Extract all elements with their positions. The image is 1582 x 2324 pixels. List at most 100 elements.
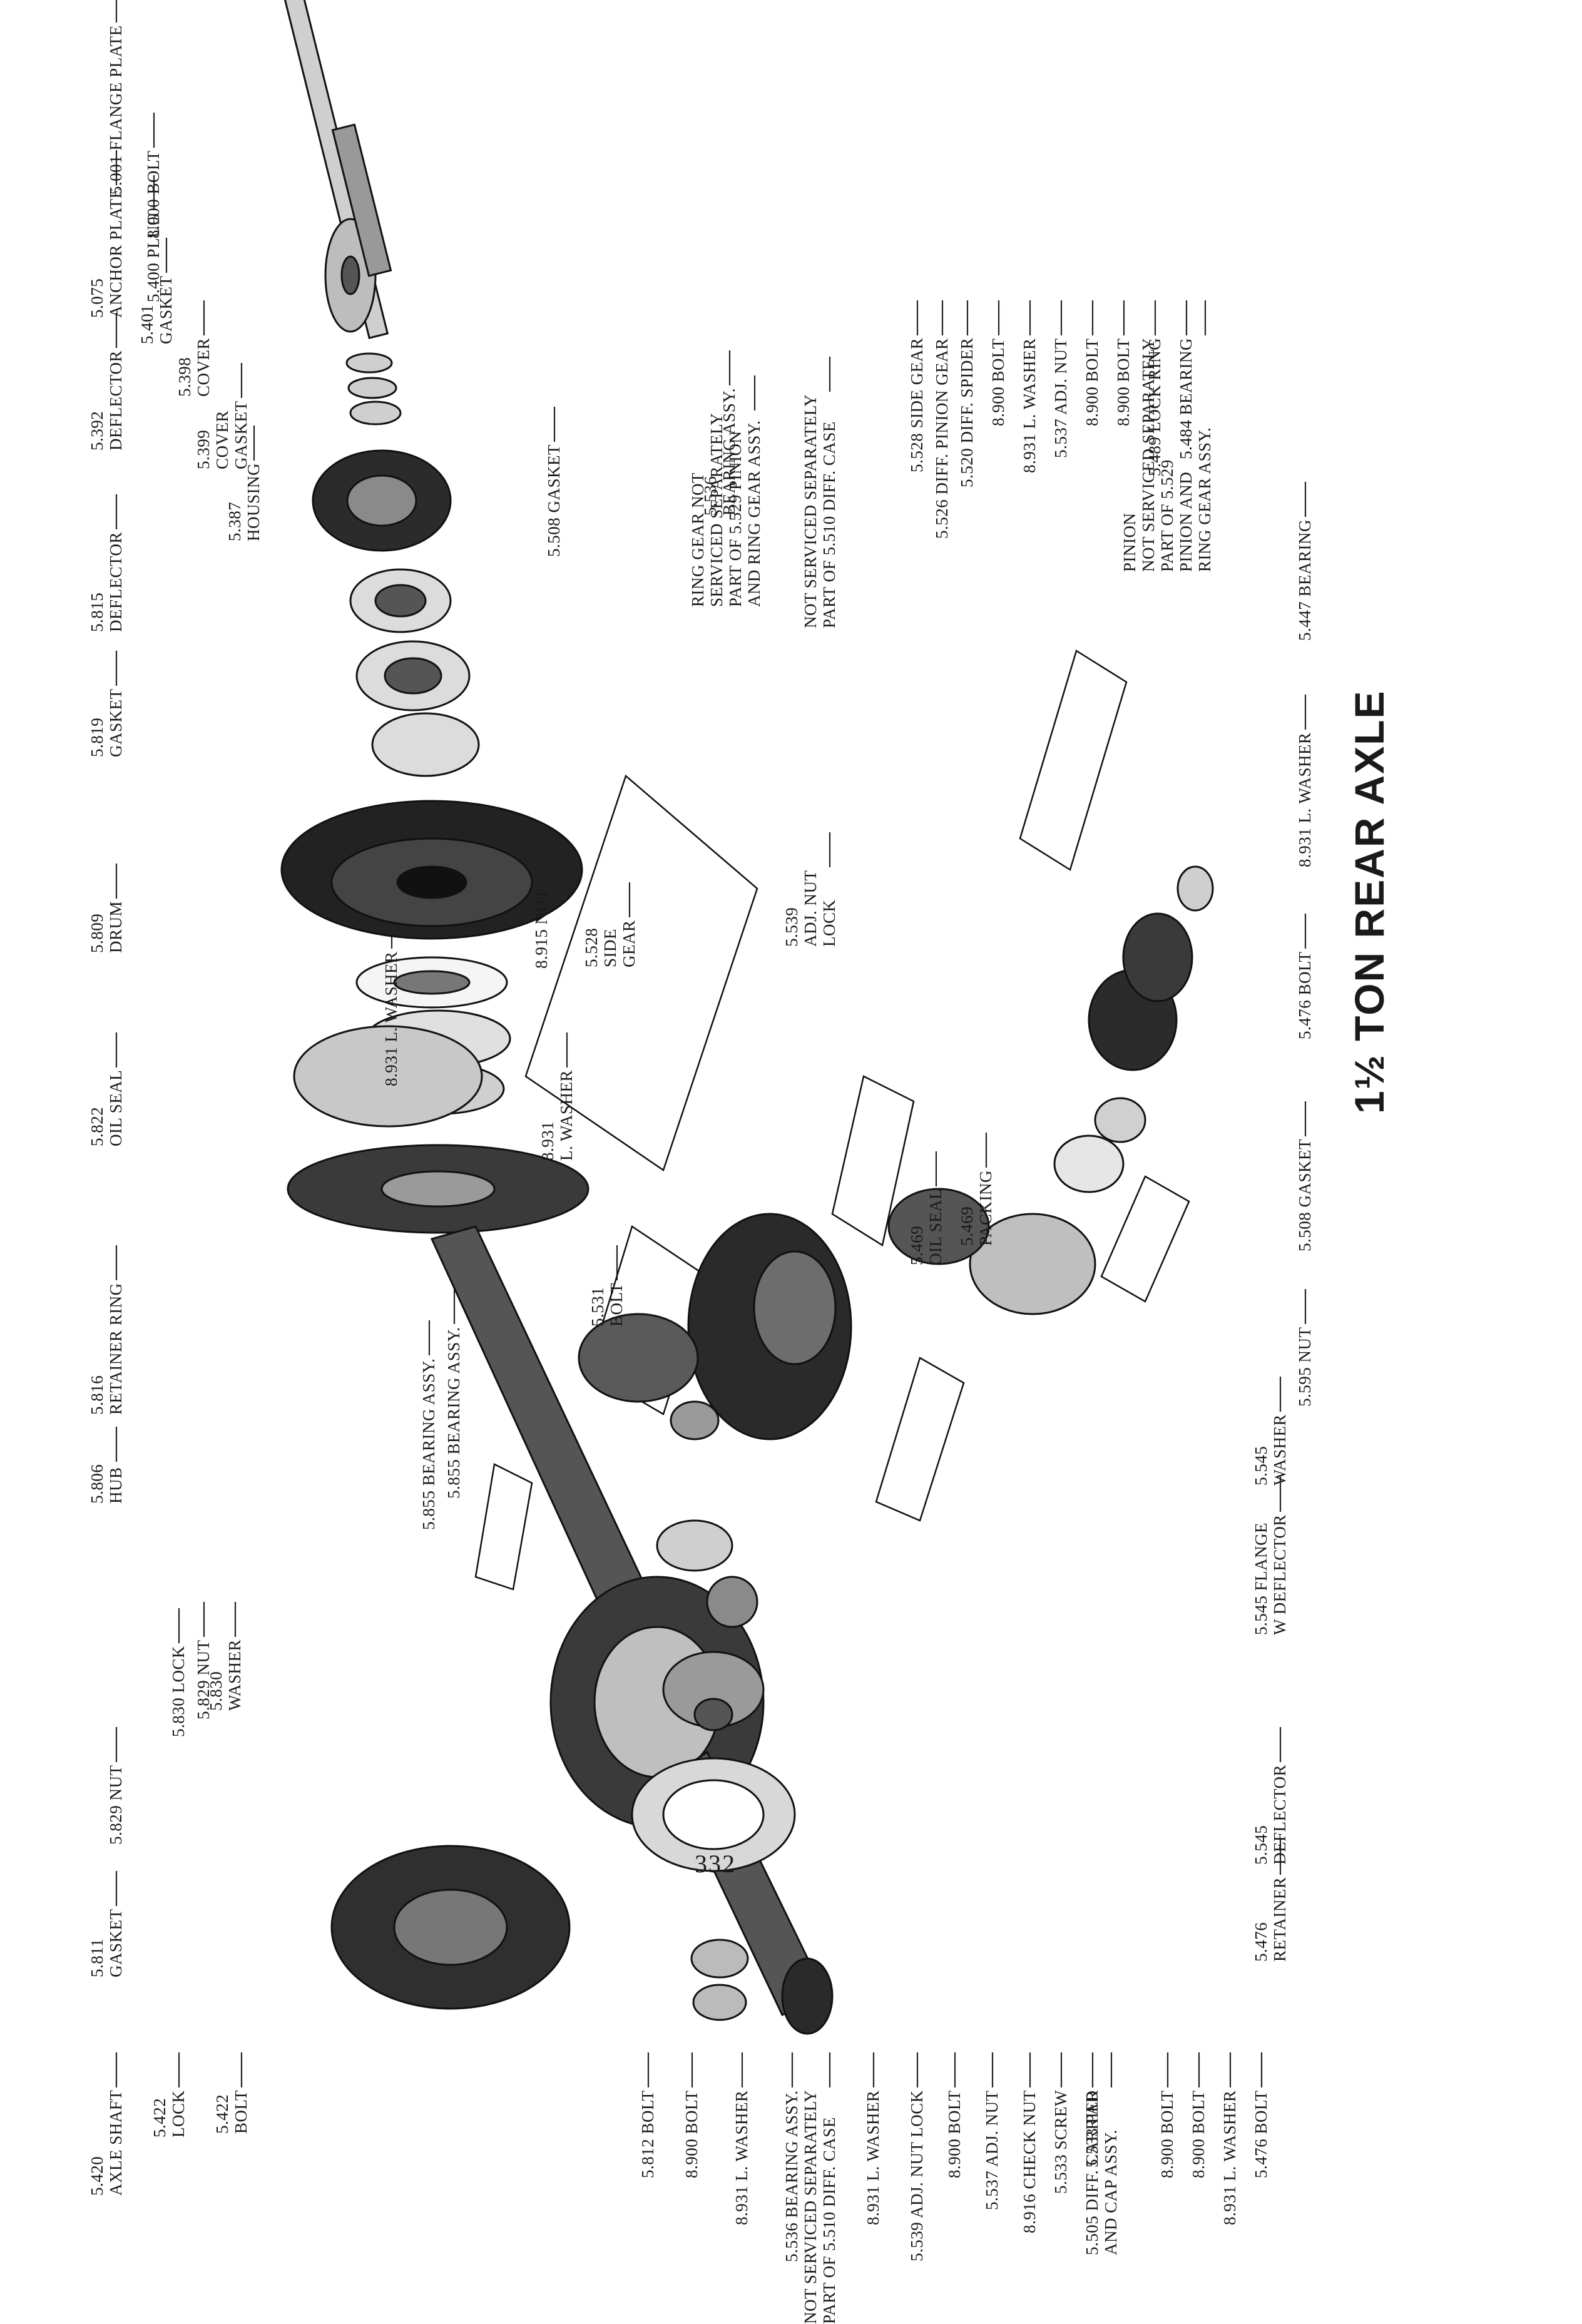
callout-line: L. WASHER [557,1069,576,1161]
callout-line: 8.916 CHECK NUT [1020,2090,1039,2233]
callout-line: RING GEAR ASSY. [1195,427,1214,572]
callout-line: 5.528 [582,927,601,967]
callout-line: LOCK [820,899,839,947]
callout-line: 8.900 BOLT [1083,338,1101,426]
callout-line: 5.469 [957,1206,976,1246]
callout-c10: 5.830 LOCK [169,1646,188,1737]
callout-c41: 8.900 BOLT [1158,2090,1176,2178]
callout-line: 5.531 [588,1287,607,1327]
callout-line: GASKET [106,688,125,758]
callout-line: 8.931 L. WASHER [732,2090,751,2225]
callout-line: 5.811 [88,1938,106,1977]
callout-c42: 8.900 BOLT [1189,2090,1208,2178]
callout-line: 5.508 GASKET [1295,1139,1314,1251]
callout-line: RING GEAR NOT [688,472,707,607]
callout-line: WASHER [1270,1414,1289,1486]
callout-line: 5.855 BEARING ASSY. [444,1327,463,1499]
hub-bolts-illustration [331,123,392,277]
callout-line: 5.469 [907,1225,926,1265]
callout-line: 5.528 SIDE GEAR [907,337,926,472]
callout-c28: 5.812 BOLT [638,2090,657,2178]
callout-line: 5.595 NUT [1295,1327,1314,1407]
callout-line: HUB [106,1467,125,1504]
callout-line: DRUM [106,900,125,953]
callout-line: WASHER [225,1639,244,1711]
callout-c1: 5.001 FLANGE PLATE [106,25,125,195]
callout-line: 5.829 NUT [106,1765,125,1845]
callout-line: 5.392 [88,410,106,451]
callout-line: 5.830 [207,1671,225,1711]
callout-line: 8.931 L. WASHER [1020,338,1039,473]
callout-c49: 5.595 NUT [1295,1327,1314,1407]
callout-c20: 8.931 L. WASHER [382,951,401,1086]
callout-line: LOCK [169,2090,188,2138]
callout-c51: 5.476 BOLT [1295,951,1314,1039]
callout-line: 8.915 NUT [532,889,551,969]
callout-c64: 5.528 SIDE GEAR [907,338,926,472]
callout-c31: 5.536 BEARING ASSY. [782,2090,801,2262]
callout-line: DEFLECTOR [106,531,125,632]
callout-line: 5.001 FLANGE PLATE [106,25,125,195]
callout-line: GEAR [620,920,638,968]
hub-illustration [312,449,452,552]
page-title: 1½ TON REAR AXLE [1346,690,1392,1114]
callout-line: ANCHOR PLATE [106,188,125,318]
callout-line: 5.422 [150,2097,169,2138]
hub-nuts-illustration [345,352,402,426]
callout-line: GASKET [232,400,250,470]
callout-line: 5.539 [782,907,801,947]
callout-line: ADJ. NUT [801,870,820,947]
callout-line: BOLT [607,1282,626,1327]
callout-line: SIDE [601,929,620,967]
callout-line: 8.900 BOLT [945,2090,964,2178]
callout-line: 5.533 SCREW [1051,2089,1070,2194]
callout-line: 5.422 [213,2094,232,2134]
callout-line: 5.520 DIFF. SPIDER [957,337,976,487]
brake-drum-illustration [280,800,583,940]
callout-line: 5.809 [88,913,106,953]
callout-line: AND RING GEAR ASSY. [745,420,763,607]
callout-c65: 5.526 DIFF. PINION GEAR [932,338,951,539]
callout-line: 8.931 L. WASHER [864,2090,882,2225]
callout-line: NOT SERVICED SEPARATELY [1139,337,1158,572]
callout-line: AXLE SHAFT [106,2089,125,2196]
callout-c38: 5.533 SCREW [1051,2090,1070,2194]
callout-line: COVER [194,337,213,397]
callout-line: 5.476 BOLT [1252,2090,1270,2178]
callout-line: 5.815 [88,592,106,632]
callout-line: PART OF 5.510 DIFF. CASE [820,2117,839,2324]
callout-c66: 5.520 DIFF. SPIDER [957,338,976,487]
callout-c68: 8.931 L. WASHER [1020,338,1039,473]
callout-line: 5.398 [175,357,194,397]
callout-c69: 5.537 ADJ. NUT [1051,338,1070,458]
callout-line: GASKET [106,1909,125,1978]
callout-line: RETAINER [1270,1877,1289,1962]
callout-line: 5.476 [1252,1922,1270,1962]
side-bearings-illustration [690,1939,749,2021]
parts [262,0,1214,2035]
callout-line: W DEFLECTOR [1270,1514,1289,1635]
wheel-bearings-illustration [349,568,480,777]
callout-c52: 8.931 L. WASHER [1295,732,1314,867]
callout-line: 5.505 DIFF. CARRIER [1083,2090,1101,2255]
callout-c19: 5.855 BEARING ASSY. [444,1327,463,1499]
callout-c30: 8.931 L. WASHER [732,2090,751,2225]
callout-line: 5.536 BEARING ASSY. [782,2090,801,2262]
callout-c70: 8.900 BOLT [1083,338,1101,426]
